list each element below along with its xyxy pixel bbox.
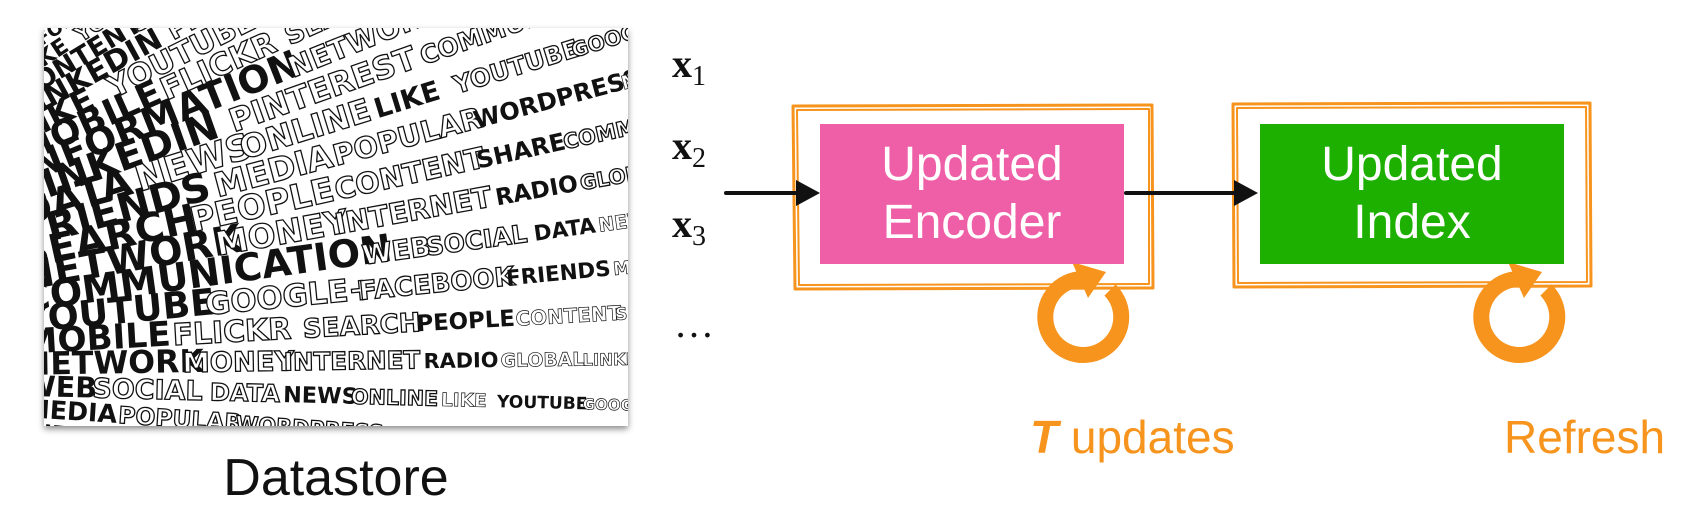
input-x1: x1 bbox=[672, 41, 706, 92]
t-variable: T bbox=[1030, 411, 1059, 463]
index-frame bbox=[1231, 101, 1593, 289]
encoder-frame-inner bbox=[796, 108, 1150, 286]
word-cloud-word: ONLINE bbox=[351, 385, 439, 411]
encoder-to-index-arrow-head bbox=[1234, 180, 1258, 206]
word-cloud-word: PEOPLE bbox=[416, 306, 516, 338]
word-cloud-word: MOBILE bbox=[44, 314, 172, 362]
input-arrow-head bbox=[796, 180, 820, 206]
word-cloud-word: MEDIA bbox=[612, 253, 628, 280]
index-line1: Updated bbox=[1321, 138, 1503, 191]
word-cloud-word: YOUTUBE bbox=[496, 392, 588, 414]
word-cloud-word: INTERNET bbox=[284, 345, 421, 376]
word-cloud-word: DATA bbox=[210, 378, 281, 408]
encoder-line1: Updated bbox=[881, 138, 1063, 191]
index-loop-arrowhead bbox=[1508, 262, 1542, 298]
updated-encoder-block: Updated Encoder bbox=[820, 124, 1124, 264]
word-cloud-word: NETWORK bbox=[44, 344, 206, 383]
word-cloud-word: NEWS bbox=[283, 382, 358, 410]
input-ellipsis: … bbox=[674, 301, 718, 346]
index-frame-inner bbox=[1236, 106, 1588, 284]
t-updates-label: T updates bbox=[1030, 410, 1235, 464]
index-loop-icon bbox=[1473, 271, 1566, 363]
word-cloud-word: MEDIA bbox=[44, 393, 118, 426]
datastore-caption: Datastore bbox=[223, 449, 449, 507]
updates-text: updates bbox=[1058, 411, 1235, 463]
encoder-loop-icon bbox=[1037, 271, 1130, 363]
encoder-line2: Encoder bbox=[882, 196, 1062, 249]
word-cloud-word: MOBILE bbox=[367, 423, 446, 426]
word-cloud-word: SOCIAL bbox=[92, 374, 203, 408]
word-cloud-word: MOBILE bbox=[619, 54, 628, 95]
word-cloud-word: SHARE bbox=[615, 300, 628, 324]
word-cloud-word: RADIO bbox=[423, 348, 498, 373]
encoder-loop-arrowhead bbox=[1072, 262, 1106, 298]
word-cloud-word: GLOBAL bbox=[501, 350, 585, 372]
encoder-frame bbox=[791, 103, 1155, 291]
updated-index-block: Updated Index bbox=[1260, 124, 1564, 264]
input-x3: x3 bbox=[672, 201, 706, 252]
word-cloud-word: LINKEDIN bbox=[582, 349, 628, 369]
word-cloud-word: WEB bbox=[44, 369, 97, 405]
word-cloud-word: LIKE bbox=[441, 390, 487, 412]
word-cloud-word: SEARCH bbox=[302, 308, 421, 345]
word-cloud-word: FLICKR bbox=[172, 312, 293, 354]
word-cloud-word: POPULAR bbox=[118, 401, 244, 426]
refresh-label: Refresh bbox=[1504, 411, 1666, 463]
index-line2: Index bbox=[1353, 196, 1471, 249]
loop-icons bbox=[1037, 262, 1566, 363]
word-cloud-word: GOOGLE+ bbox=[583, 395, 628, 415]
orange-frames bbox=[791, 101, 1593, 291]
input-x2: x2 bbox=[672, 123, 706, 174]
word-cloud-word: MONEY bbox=[182, 346, 295, 379]
